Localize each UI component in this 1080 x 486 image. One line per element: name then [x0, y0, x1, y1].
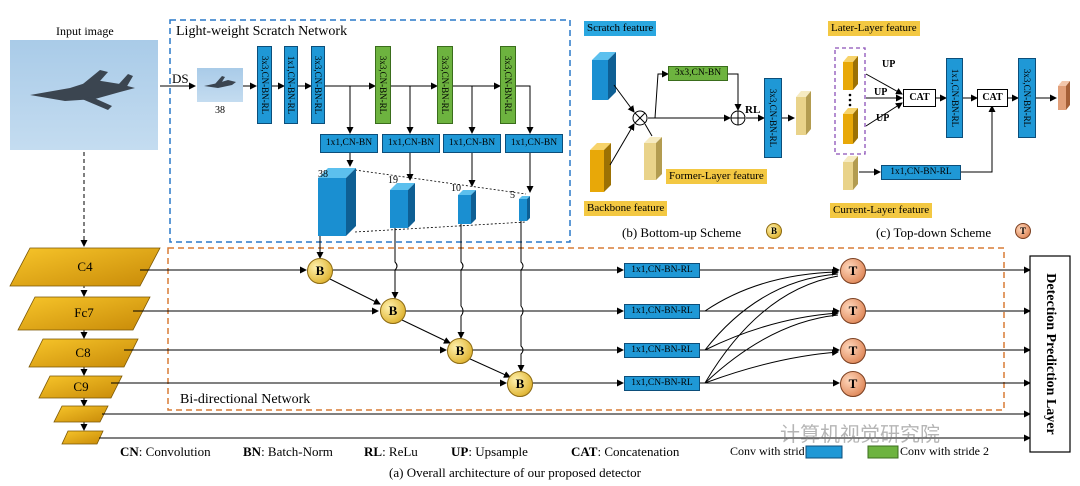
jet-thumbnail	[204, 76, 236, 88]
bidirectional-frame	[167, 247, 1005, 411]
td-cat-1: CAT	[903, 89, 936, 107]
b-node-4: B	[507, 371, 533, 397]
cube-10	[458, 190, 476, 224]
reduce-conv-2: 1x1,CN-BN-RL	[624, 304, 700, 319]
legend-up: UP: Upsample	[451, 444, 528, 459]
top-down-caption: (c) Top-down Scheme	[876, 225, 992, 240]
scratch-conv-3: 3x3,CN-BN-RL	[311, 46, 325, 124]
b-node-3: B	[447, 338, 473, 364]
scratch-head-4: 1x1,CN-BN	[505, 134, 563, 153]
scratch-conv-2: 1x1,CN-BN-RL	[284, 46, 298, 124]
backbone-feature-tag: Backbone feature	[584, 201, 668, 216]
td-conv-right: 3x3,CN-BN-RL	[1018, 58, 1036, 138]
stride2-swatch	[867, 445, 899, 459]
scratch-head-2: 1x1,CN-BN	[382, 134, 440, 153]
t-node-1: T	[840, 258, 866, 284]
detection-layer: Detection Prediction Layer	[1030, 256, 1070, 452]
scratch-conv-4: 3x3,CN-BN-RL	[375, 46, 391, 124]
cube-38	[318, 168, 356, 236]
cube-19	[390, 183, 415, 228]
reduce-conv-1: 1x1,CN-BN-RL	[624, 263, 700, 278]
td-up-2: UP	[874, 87, 888, 98]
bu-rl: RL	[745, 104, 761, 116]
top-down-scheme	[834, 47, 1070, 190]
detection-layer-box	[1029, 255, 1071, 453]
current-feature-tag: Current-Layer feature	[830, 203, 933, 218]
legend-stride2: Conv with stride 2	[900, 444, 989, 458]
legend-stride1: Conv with stride 1	[730, 444, 804, 458]
b-node-1: B	[307, 258, 333, 284]
input-image-title: Input image	[56, 24, 114, 38]
top-down-badge: T	[1015, 223, 1031, 239]
td-conv-current: 1x1,CN-BN-RL	[881, 165, 961, 180]
legend-bn: BN: Batch-Norm	[243, 444, 333, 459]
t-node-2: T	[840, 298, 866, 324]
td-up-1: UP	[882, 59, 896, 70]
bu-conv-top: 3x3,CN-BN	[668, 66, 728, 81]
scratch-head-1: 1x1,CN-BN	[320, 134, 378, 153]
reduce-conv-3: 1x1,CN-BN-RL	[624, 343, 700, 358]
ds-label: DS	[172, 71, 189, 86]
backbone-fc7: Fc7	[74, 305, 94, 320]
td-conv-mid: 1x1,CN-BN-RL	[946, 58, 963, 138]
backbone-features	[9, 247, 161, 445]
scratch-head-3: 1x1,CN-BN	[443, 134, 501, 153]
backbone-c8: C8	[75, 345, 91, 360]
bidirectional-title: Bi-directional Network	[180, 392, 311, 407]
scratch-conv-5: 3x3,CN-BN-RL	[437, 46, 453, 124]
td-cat-2: CAT	[977, 89, 1008, 107]
cube-5	[519, 196, 530, 221]
t-node-4: T	[840, 371, 866, 397]
bottom-up-caption: (b) Bottom-up Scheme	[622, 225, 742, 240]
cube-size-5: 5	[510, 190, 515, 201]
backbone-c4: C4	[77, 259, 93, 274]
backbone-c9: C9	[73, 379, 89, 394]
scratch-conv-1: 3x3,CN-BN-RL	[257, 46, 272, 124]
scratch-feature-cubes	[318, 168, 530, 236]
scratch-conv-6: 3x3,CN-BN-RL	[500, 46, 516, 124]
scratch-network-frame	[169, 19, 571, 243]
detection-layer-label: Detection Prediction Layer	[1043, 273, 1058, 435]
td-up-3: UP	[876, 113, 890, 124]
bu-conv-right: 3x3,CN-BN-RL	[764, 78, 782, 158]
legend-cn: CN: Convolution	[120, 444, 211, 459]
thumb-size: 38	[215, 105, 225, 116]
stride1-swatch	[805, 445, 843, 459]
scratch-feature-tag: Scratch feature	[584, 21, 657, 36]
former-feature-tag: Former-Layer feature	[666, 169, 767, 184]
cube-size-10: 10	[451, 183, 461, 194]
bottom-up-scheme	[590, 52, 811, 192]
cube-size-38: 38	[318, 169, 328, 180]
figure-caption: (a) Overall architecture of our proposed…	[389, 465, 641, 480]
reduce-conv-4: 1x1,CN-BN-RL	[624, 376, 700, 391]
t-node-3: T	[840, 338, 866, 364]
legend-cat: CAT: Concatenation	[571, 444, 680, 459]
legend-rl: RL: ReLu	[364, 444, 418, 459]
scratch-network-title: Light-weight Scratch Network	[176, 24, 348, 39]
bottom-up-badge: B	[766, 223, 782, 239]
later-feature-tag: Later-Layer feature	[828, 21, 920, 36]
b-node-2: B	[380, 298, 406, 324]
jet-silhouette	[30, 70, 135, 110]
watermark: 计算机视觉研究院	[780, 422, 940, 446]
cube-size-19: 19	[388, 175, 398, 186]
